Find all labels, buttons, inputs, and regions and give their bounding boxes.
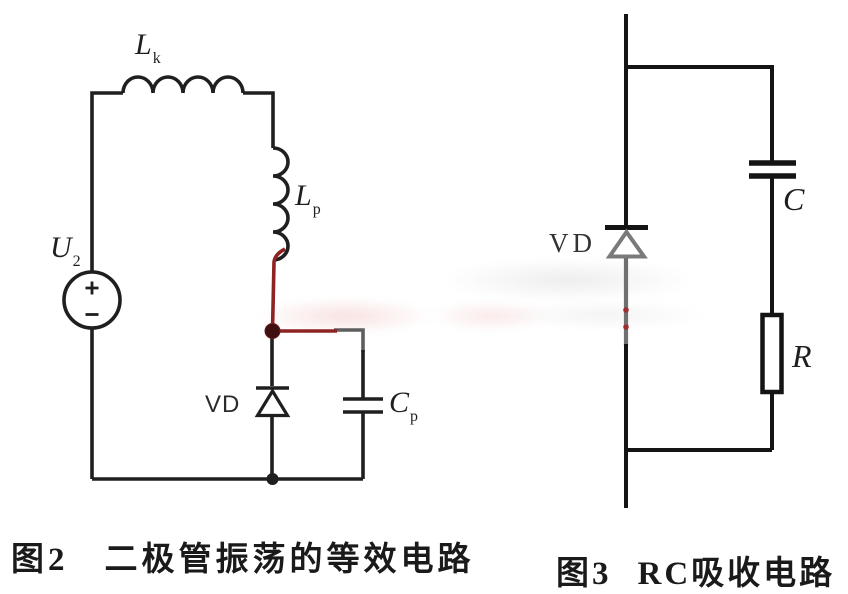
lk-label: Lk: [135, 28, 161, 67]
figure2-circuit: [62, 75, 383, 485]
cp-label: Cp: [389, 386, 419, 425]
inductor-lk-symbol: [121, 75, 245, 94]
wire-gray: [334, 328, 365, 352]
wire: [90, 91, 123, 273]
r-label-text: R: [792, 338, 812, 374]
red-wire-vertical: [270, 247, 286, 332]
red-artifact-dot: [623, 307, 629, 313]
u2-label: U2: [50, 231, 81, 270]
diode-triangle: [254, 387, 291, 418]
lk-label-main: L: [135, 28, 152, 61]
cp-label-main: C: [389, 386, 410, 419]
resistor-symbol: [760, 312, 784, 395]
c-label: C: [783, 183, 804, 215]
figure3-vd-label: VD: [549, 230, 596, 257]
figure3-caption-number: 图3: [556, 556, 612, 592]
cp-label-sub: p: [410, 408, 419, 425]
figure3-circuit: [605, 14, 796, 508]
junction-dot: [266, 473, 279, 485]
vd-label-text: VD: [549, 228, 596, 258]
lp-label-main: L: [295, 179, 312, 212]
red-artifact-dot: [623, 324, 629, 330]
figure2-vd-label: VD: [205, 393, 240, 417]
junction-dot-red: [264, 323, 281, 339]
wire: [243, 91, 275, 148]
r-label: R: [792, 340, 812, 372]
inductor-lp-symbol: [272, 146, 290, 262]
figure2-caption-title: 二极管振荡的等效电路: [104, 542, 475, 578]
figure3-caption-title: RC吸收电路: [637, 556, 836, 592]
figure2-caption-number: 图2: [11, 542, 69, 578]
u2-label-main: U: [50, 231, 72, 264]
figure3-caption: 图3 RC吸收电路: [556, 546, 835, 594]
lp-label-sub: p: [312, 201, 321, 218]
figure2-caption: 图2 二极管振荡的等效电路: [11, 532, 475, 580]
lp-label: Lp: [295, 179, 321, 218]
c-label-text: C: [783, 181, 805, 217]
voltage-source-symbol: [62, 270, 122, 330]
wire: [626, 65, 774, 161]
lk-label-sub: k: [152, 50, 161, 67]
u2-label-sub: 2: [72, 253, 81, 270]
vd-label-text: VD: [205, 391, 241, 418]
diode-triangle-gray: [605, 228, 648, 259]
plus-sign: [85, 281, 99, 295]
